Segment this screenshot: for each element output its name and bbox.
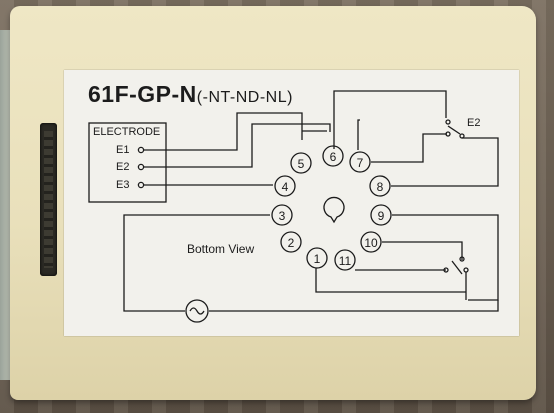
socket-key-icon: [323, 196, 345, 224]
pin-5: [290, 152, 312, 174]
wire-pin3: [123, 214, 270, 312]
pin-label-4: 4: [282, 180, 289, 194]
electrode-label-e2: E2: [116, 161, 130, 173]
wire-pin10: [382, 241, 463, 260]
pin-label-6: 6: [330, 150, 337, 164]
pin-label-1: 1: [314, 252, 321, 266]
electrode-terminal-e2: [137, 163, 145, 171]
contact-upper-node-a: [445, 119, 451, 125]
contact-lower-node-a: [459, 256, 465, 262]
electrode-terminal-e3: [137, 181, 145, 189]
slot-grille: [44, 131, 53, 268]
contact-upper: [447, 125, 461, 135]
pin-label-3: 3: [279, 209, 286, 223]
pin-10: [360, 231, 382, 253]
wire-ac-return: [209, 300, 499, 312]
electrode-terminal-e1: [137, 146, 145, 154]
pin-11: [334, 249, 356, 271]
wire-e1: [144, 112, 303, 151]
pin-label-9: 9: [378, 209, 385, 223]
ac-wave-icon: [189, 307, 205, 315]
contact-lower: [451, 260, 463, 275]
pin-6: [322, 145, 344, 167]
model-title: 61F-GP-N(-NT-ND-NL): [88, 81, 293, 108]
electrode-box: [88, 122, 167, 203]
wire-pin6: [333, 90, 447, 149]
pin-1: [306, 247, 328, 269]
socket-pins: [271, 145, 392, 271]
wire-pin1: [315, 268, 466, 293]
pin-3: [271, 204, 293, 226]
pin-8: [369, 175, 391, 197]
model-suffix: (-NT-ND-NL): [196, 89, 293, 106]
wire-pin9: [392, 214, 499, 301]
contact-lower-node-c: [463, 267, 469, 273]
electrode-label-e3: E3: [116, 179, 130, 191]
pin-label-10: 10: [364, 236, 378, 250]
contact-label-e2: E2: [467, 117, 481, 129]
wire-e2: [144, 123, 331, 168]
pin-label-2: 2: [288, 236, 295, 250]
pin-4: [274, 175, 296, 197]
model-name: 61F-GP-N: [88, 81, 197, 107]
electrode-heading: ELECTRODE: [93, 126, 161, 138]
pin-label-7: 7: [357, 156, 364, 170]
pin-label-8: 8: [377, 180, 384, 194]
pin-label-5: 5: [298, 157, 305, 171]
ventilation-slot: [40, 123, 57, 276]
pin-7: [349, 151, 371, 173]
wire-pin7: [371, 133, 447, 163]
bottom-view-label: Bottom View: [187, 242, 255, 256]
pin-2: [280, 231, 302, 253]
pin-9: [370, 204, 392, 226]
wire-pin7-top: [357, 119, 360, 150]
electrode-label-e1: E1: [116, 144, 130, 156]
contact-upper-node-b: [445, 131, 451, 137]
pin-label-11: 11: [339, 254, 352, 268]
ac-source-symbol: [185, 299, 209, 323]
wire-pin8: [391, 137, 499, 187]
